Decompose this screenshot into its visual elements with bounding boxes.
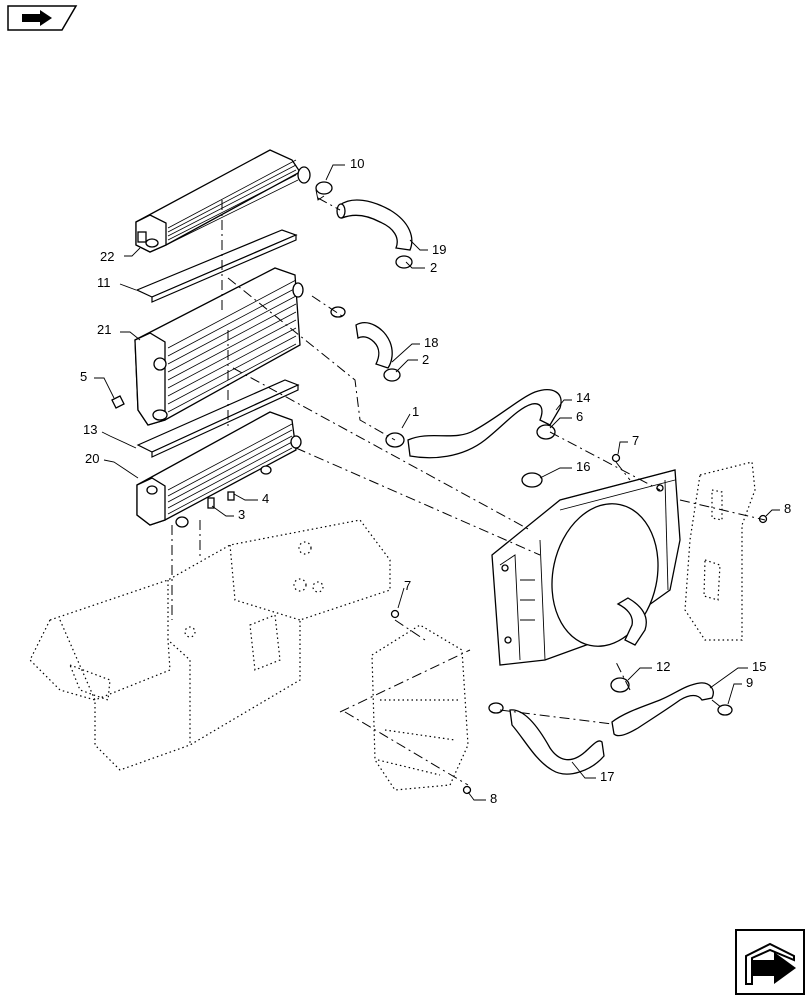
oil-cooler [136,411,302,528]
lower-shroud [371,624,469,791]
callout-18: 18 [424,335,438,350]
fitting-4 [227,491,235,501]
callout-8-right: 8 [784,501,791,516]
callout-1: 1 [412,404,419,419]
callout-15: 15 [752,659,766,674]
callout-5: 5 [80,369,87,384]
callout-3: 3 [238,507,245,522]
callout-6: 6 [576,409,583,424]
fitting-3 [207,497,215,509]
callout-11: 11 [97,275,111,290]
charge-air-hose-upper [336,199,413,251]
nut-8-lower [462,785,472,795]
clamp-10 [315,181,333,201]
coolant-hose-15 [611,682,714,737]
next-page-arrow-icon[interactable] [735,929,805,995]
clamp-12 [610,677,630,693]
radiator [134,267,304,426]
assembly-centerlines [171,197,766,786]
side-panel [684,461,756,641]
charge-air-hose-middle [355,322,393,369]
nut-7-upper [611,453,621,463]
callout-labels: 10 19 2 22 11 21 18 2 5 14 1 6 13 7 20 1… [80,156,791,806]
callout-8-lower: 8 [490,791,497,806]
book-arrow-icon[interactable] [7,5,78,31]
charge-air-cooler [135,149,311,253]
clamp-16 [521,472,543,488]
upper-foam-pad [135,229,298,303]
callout-20: 20 [85,451,99,466]
callout-7-upper: 7 [632,433,639,448]
callout-16: 16 [576,459,590,474]
callout-2-middle: 2 [422,352,429,367]
callout-4: 4 [262,491,269,506]
coolant-hose-14 [407,389,562,459]
cooler-mounting-frame [491,469,681,666]
callout-12: 12 [656,659,670,674]
callout-21: 21 [97,322,111,337]
callout-17: 17 [600,769,614,784]
chassis-frame [29,519,391,771]
clamp-2-middle-upper [330,306,346,318]
callout-22: 22 [100,249,114,264]
callout-14: 14 [576,390,590,405]
callout-9: 9 [746,675,753,690]
callout-19: 19 [432,242,446,257]
clamp-2-upper [395,255,413,269]
lower-foam-pad [136,379,300,458]
callout-2-upper: 2 [430,260,437,275]
clamp-9 [717,704,733,716]
bolt-5 [111,395,125,409]
coolant-hose-17 [509,709,605,775]
clamp-6 [536,424,556,440]
callout-10: 10 [350,156,364,171]
nut-7-lower [390,609,400,619]
callout-13: 13 [83,422,97,437]
clamp-17-end [488,702,504,714]
callout-leaders [94,164,780,801]
callout-7-lower: 7 [404,578,411,593]
